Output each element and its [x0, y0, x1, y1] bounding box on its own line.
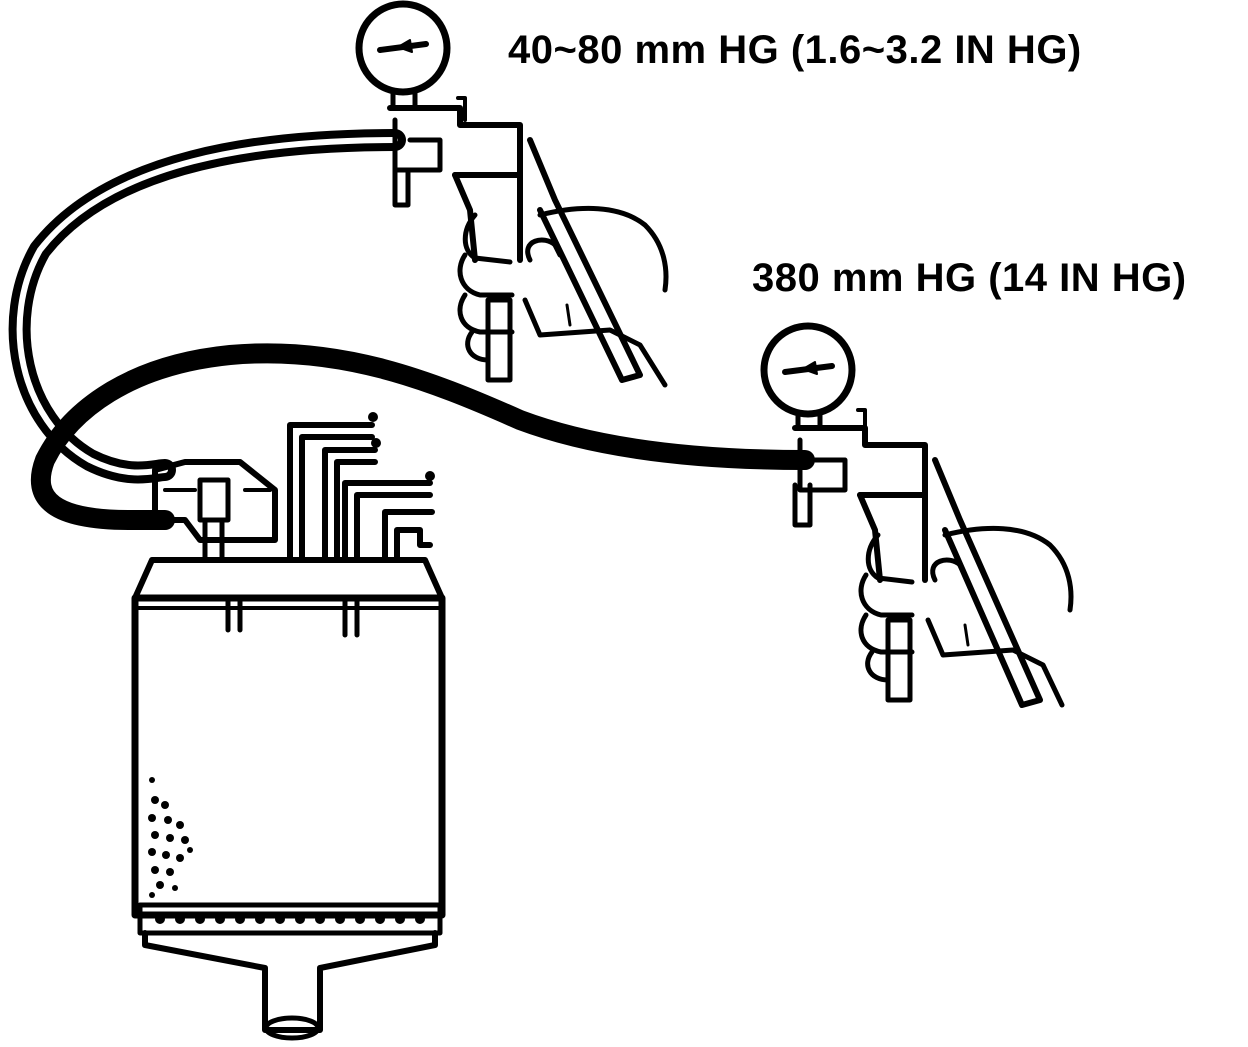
vacuum-gauge-icon [760, 322, 856, 431]
vacuum-hose-lower [30, 343, 815, 530]
vacuum-pump-upper [355, 0, 669, 388]
vacuum-gauge-icon [355, 0, 451, 111]
lower-pump-reading-label: 380 mm HG (14 IN HG) [752, 256, 1187, 300]
vacuum-hose-upper [8, 129, 406, 484]
vacuum-pump-lower [760, 322, 1074, 708]
upper-pump-reading-label: 40~80 mm HG (1.6~3.2 IN HG) [508, 28, 1082, 72]
hand-icon [858, 526, 1074, 708]
charcoal-canister [131, 412, 446, 1041]
hand-vacuum-pump-icon [387, 96, 643, 383]
hand-icon [457, 206, 669, 388]
hand-vacuum-pump-icon [792, 408, 1043, 708]
